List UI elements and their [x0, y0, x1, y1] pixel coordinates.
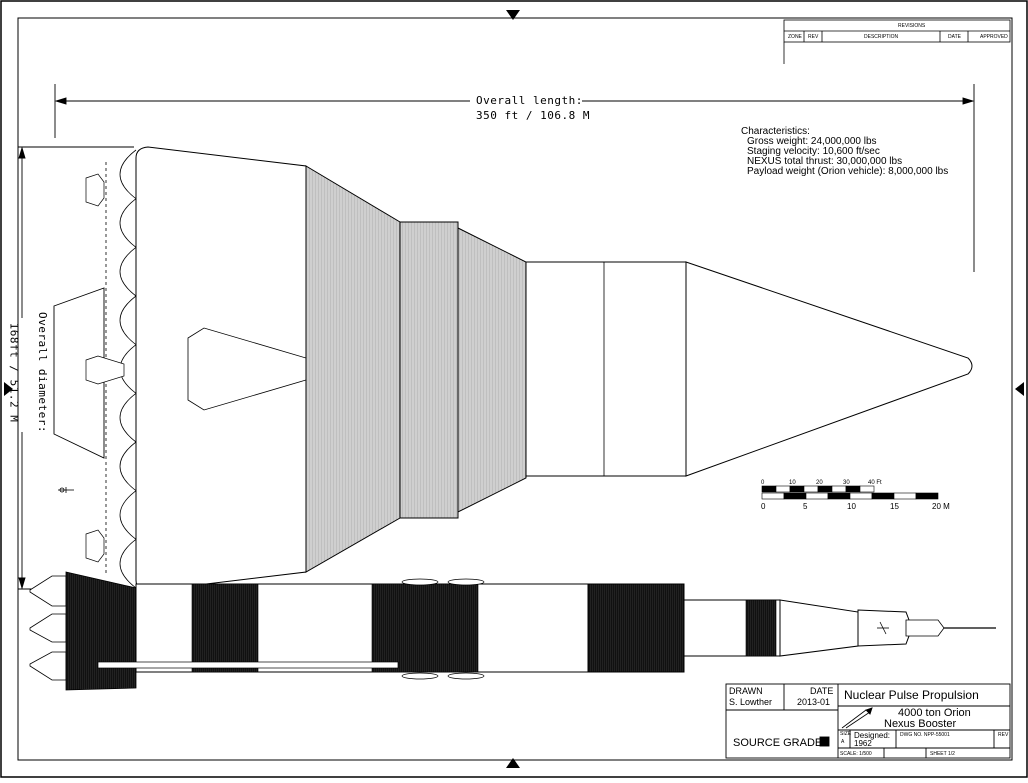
pulse-pod — [119, 295, 137, 345]
designed-label: Designed: — [854, 731, 891, 740]
scale-bar-ft-segment — [817, 485, 833, 493]
scale-m-15: 15 — [890, 502, 899, 511]
stage-2 — [587, 583, 685, 673]
characteristic-total-thrust: NEXUS total thrust: 30,000,000 lbs — [747, 156, 903, 167]
scale-bar-m-segment — [805, 492, 829, 500]
project-name: Nuclear Pulse Propulsion — [844, 688, 979, 702]
title-block-frame — [725, 683, 1011, 759]
characteristics-heading: Characteristics: — [741, 126, 810, 137]
size-value: A — [841, 739, 845, 745]
scale-bar-m-segment — [827, 492, 851, 500]
scale-bar-ft-segment — [775, 485, 791, 493]
sheet-label: SHEET 1/2 — [930, 751, 955, 757]
scale-label: SCALE: 1/500 — [840, 751, 872, 757]
date-value: 2013-01 — [797, 697, 831, 707]
pulse-pod — [119, 198, 137, 248]
revisions-col-zone: ZONE — [788, 34, 802, 40]
payload-fairing — [779, 599, 859, 657]
revisions-title: REVISIONS — [898, 23, 926, 29]
scale-m-5: 5 — [803, 502, 808, 511]
scale-bar-ft-segment — [831, 485, 847, 493]
length-value: 350 ft / 106.8 M — [476, 109, 590, 122]
scale-ft-10: 10 — [789, 480, 796, 486]
stage-1-band-b — [371, 583, 479, 673]
revisions-col-date: DATE — [948, 34, 961, 40]
thruster-clusters — [85, 173, 125, 563]
characteristic-gross-weight: Gross weight: 24,000,000 lbs — [747, 136, 877, 147]
date-label: DATE — [810, 686, 834, 696]
diameter-value: 168ft / 51.2 M — [7, 322, 21, 423]
scale-ft-0: 0 — [761, 480, 765, 486]
scale-bar-m-segment — [783, 492, 807, 500]
booster-side-view — [29, 571, 996, 691]
conical-skirt — [305, 165, 401, 573]
revisions-col-description: DESCRIPTION — [864, 34, 899, 40]
source-grade: SOURCE GRADE — [733, 737, 823, 749]
drawing-title-line1: 4000 ton Orion — [898, 707, 971, 719]
interstage-b — [457, 227, 527, 513]
dwg-number: DWG NO. NPP-55001 — [900, 732, 950, 738]
centering-marks — [4, 10, 1024, 768]
scale-bar-m-segment — [761, 492, 785, 500]
revisions-col-rev: REV — [808, 34, 819, 40]
scale-bar-ft-segment — [859, 485, 875, 493]
payload-cylinder — [525, 261, 687, 477]
side-pods — [401, 578, 485, 680]
pulse-pod — [119, 539, 137, 589]
characteristic-staging-velocity: Staging velocity: 10,600 ft/sec — [747, 146, 880, 157]
pulse-pod — [119, 441, 137, 491]
scale-bar-m-segment — [893, 492, 917, 500]
pulse-pod — [119, 393, 137, 443]
nose-cone — [685, 261, 973, 477]
rev-label: REV — [998, 732, 1009, 738]
designed-value: 1962 — [854, 739, 872, 748]
drawing-title-line2: Nexus Booster — [884, 718, 957, 730]
revisions-col-approved: APPROVED — [980, 34, 1008, 40]
scale-bar-ft-segment — [803, 485, 819, 493]
scale-bar-m-segment — [915, 492, 939, 500]
scale-bar — [761, 485, 939, 500]
human-scale-figure — [58, 487, 74, 493]
size-label: SIZE — [840, 731, 852, 737]
pulse-pod — [119, 149, 137, 199]
strap-on-rod — [97, 661, 399, 669]
stage-3-band — [745, 599, 777, 657]
fin-shape — [53, 287, 105, 459]
diameter-label: Overall diameter: — [36, 311, 50, 434]
pulse-pod — [119, 247, 137, 297]
scale-m-10: 10 — [847, 502, 856, 511]
length-label: Overall length: — [476, 94, 583, 107]
scale-bar-ft-segment — [845, 485, 861, 493]
scale-m-0: 0 — [761, 502, 766, 511]
booster-top-view — [53, 146, 973, 592]
scale-bar-m-segment — [849, 492, 873, 500]
drawn-by: S. Lowther — [729, 697, 773, 707]
revisions-table-frame — [783, 19, 1011, 64]
characteristics-block: Characteristics: Gross weight: 24,000,00… — [741, 127, 948, 177]
characteristic-payload-weight: Payload weight (Orion vehicle): 8,000,00… — [747, 166, 949, 177]
engine-bells — [29, 571, 137, 691]
scale-m-20: 20 M — [932, 502, 950, 511]
scale-bar-ft-segment — [761, 485, 777, 493]
pulse-pod — [119, 490, 137, 540]
scale-bar-m-segment — [871, 492, 895, 500]
scale-ft-20: 20 — [816, 480, 823, 486]
length-dimension-line — [54, 84, 975, 272]
scale-bar-ft-segment — [789, 485, 805, 493]
pulse-pods — [105, 149, 137, 589]
scale-ft-30: 30 — [843, 480, 850, 486]
escape-tower — [905, 619, 945, 637]
interstage-a — [399, 221, 459, 519]
stage-1-band-a — [191, 583, 259, 673]
drawn-label: DRAWN — [729, 686, 763, 696]
scale-ft-40: 40 Ft — [868, 480, 882, 486]
